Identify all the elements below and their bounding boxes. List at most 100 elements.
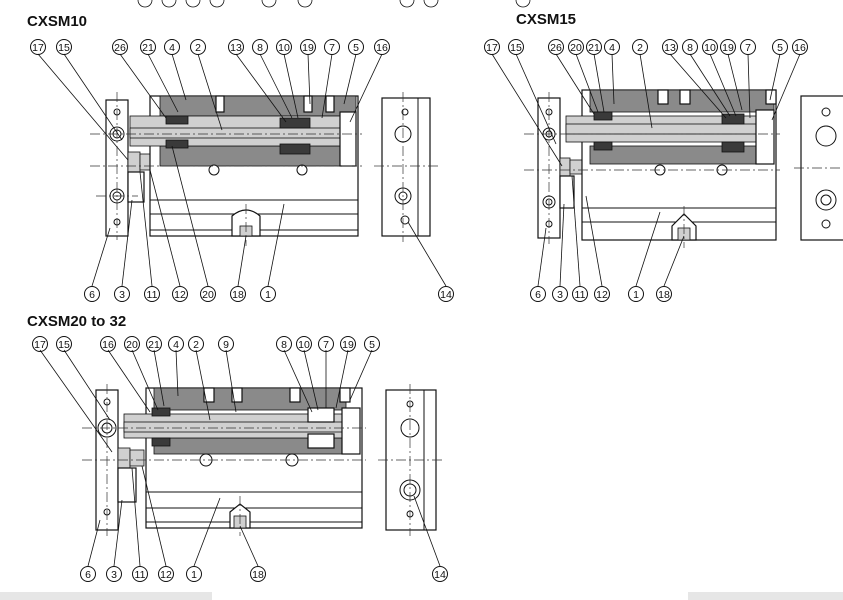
part-label: 14: [432, 566, 448, 582]
svg-text:8: 8: [687, 42, 693, 54]
part-label: 7: [318, 336, 334, 352]
svg-text:17: 17: [32, 42, 44, 54]
part-label: 2: [188, 336, 204, 352]
part-label: 11: [144, 286, 160, 302]
part-label: 11: [572, 286, 588, 302]
part-label: 16: [374, 39, 390, 55]
svg-text:12: 12: [596, 289, 608, 301]
part-label: 21: [586, 39, 602, 55]
svg-text:11: 11: [147, 289, 158, 301]
svg-text:5: 5: [777, 42, 783, 54]
svg-text:2: 2: [195, 42, 201, 54]
part-label: 4: [164, 39, 180, 55]
part-label: 19: [720, 39, 736, 55]
svg-text:2: 2: [193, 339, 199, 351]
drawing-cxsm20-32: [39, 349, 444, 567]
part-label: 13: [662, 39, 678, 55]
part-label: 17: [32, 336, 48, 352]
svg-text:6: 6: [89, 289, 95, 301]
svg-text:15: 15: [58, 42, 70, 54]
labels-cxsm20-32-bottom: 6 3 11 12 1 18 14: [80, 566, 448, 582]
title-cxsm15: CXSM15: [516, 11, 576, 28]
svg-text:8: 8: [257, 42, 263, 54]
part-label: 8: [276, 336, 292, 352]
part-label: 6: [80, 566, 96, 582]
svg-text:1: 1: [265, 289, 271, 301]
svg-text:14: 14: [440, 289, 452, 301]
svg-text:6: 6: [535, 289, 541, 301]
top-edge-fragments: [137, 0, 531, 8]
part-label: 16: [100, 336, 116, 352]
drawing-cxsm10: [37, 53, 447, 287]
part-label: 10: [702, 39, 718, 55]
svg-text:16: 16: [794, 42, 806, 54]
part-label: 8: [682, 39, 698, 55]
part-label: 7: [324, 39, 340, 55]
svg-text:17: 17: [34, 339, 46, 351]
part-label: 15: [56, 39, 72, 55]
bottom-strip-right: [688, 592, 843, 600]
drawing-cxsm15: [491, 53, 843, 287]
part-label: 4: [604, 39, 620, 55]
svg-text:14: 14: [434, 569, 446, 581]
svg-text:12: 12: [174, 289, 186, 301]
part-label: 4: [168, 336, 184, 352]
svg-text:15: 15: [510, 42, 522, 54]
svg-text:8: 8: [281, 339, 287, 351]
svg-text:26: 26: [550, 42, 562, 54]
labels-cxsm10-top: 17 15 26 21 4 2 13 8 10 19 7 5 16: [30, 39, 390, 55]
svg-text:21: 21: [588, 42, 600, 54]
svg-text:19: 19: [342, 339, 354, 351]
part-label: 14: [438, 286, 454, 302]
bottom-strip: [0, 592, 212, 600]
part-label: 18: [230, 286, 246, 302]
part-label: 10: [296, 336, 312, 352]
part-label: 20: [568, 39, 584, 55]
part-label: 5: [364, 336, 380, 352]
title-cxsm10: CXSM10: [27, 13, 87, 30]
part-label: 16: [792, 39, 808, 55]
part-label: 18: [656, 286, 672, 302]
svg-text:4: 4: [169, 42, 175, 54]
svg-text:6: 6: [85, 569, 91, 581]
part-label: 26: [548, 39, 564, 55]
part-label: 3: [552, 286, 568, 302]
svg-text:20: 20: [570, 42, 582, 54]
svg-text:3: 3: [557, 289, 563, 301]
svg-text:17: 17: [486, 42, 498, 54]
part-label: 21: [146, 336, 162, 352]
svg-text:7: 7: [745, 42, 751, 54]
svg-text:11: 11: [135, 569, 146, 581]
svg-text:1: 1: [191, 569, 197, 581]
svg-text:12: 12: [160, 569, 172, 581]
part-label: 8: [252, 39, 268, 55]
svg-text:2: 2: [637, 42, 643, 54]
svg-text:16: 16: [102, 339, 114, 351]
part-label: 12: [158, 566, 174, 582]
title-cxsm20-32: CXSM20 to 32: [27, 313, 126, 330]
part-label: 20: [124, 336, 140, 352]
part-label: 10: [276, 39, 292, 55]
svg-text:5: 5: [353, 42, 359, 54]
svg-text:21: 21: [142, 42, 154, 54]
part-label: 15: [56, 336, 72, 352]
part-label: 2: [190, 39, 206, 55]
svg-text:3: 3: [111, 569, 117, 581]
svg-text:10: 10: [298, 339, 310, 351]
svg-text:3: 3: [119, 289, 125, 301]
part-label: 1: [186, 566, 202, 582]
part-label: 19: [340, 336, 356, 352]
part-label: 19: [300, 39, 316, 55]
svg-text:5: 5: [369, 339, 375, 351]
part-label: 18: [250, 566, 266, 582]
part-label: 3: [114, 286, 130, 302]
svg-text:15: 15: [58, 339, 70, 351]
part-label: 15: [508, 39, 524, 55]
part-label: 6: [530, 286, 546, 302]
labels-cxsm15-top: 17 15 26 20 21 4 2 13 8 10 19 7 5 16: [484, 39, 808, 55]
svg-text:9: 9: [223, 339, 229, 351]
part-label: 5: [348, 39, 364, 55]
svg-text:10: 10: [278, 42, 290, 54]
part-label: 11: [132, 566, 148, 582]
svg-text:21: 21: [148, 339, 160, 351]
